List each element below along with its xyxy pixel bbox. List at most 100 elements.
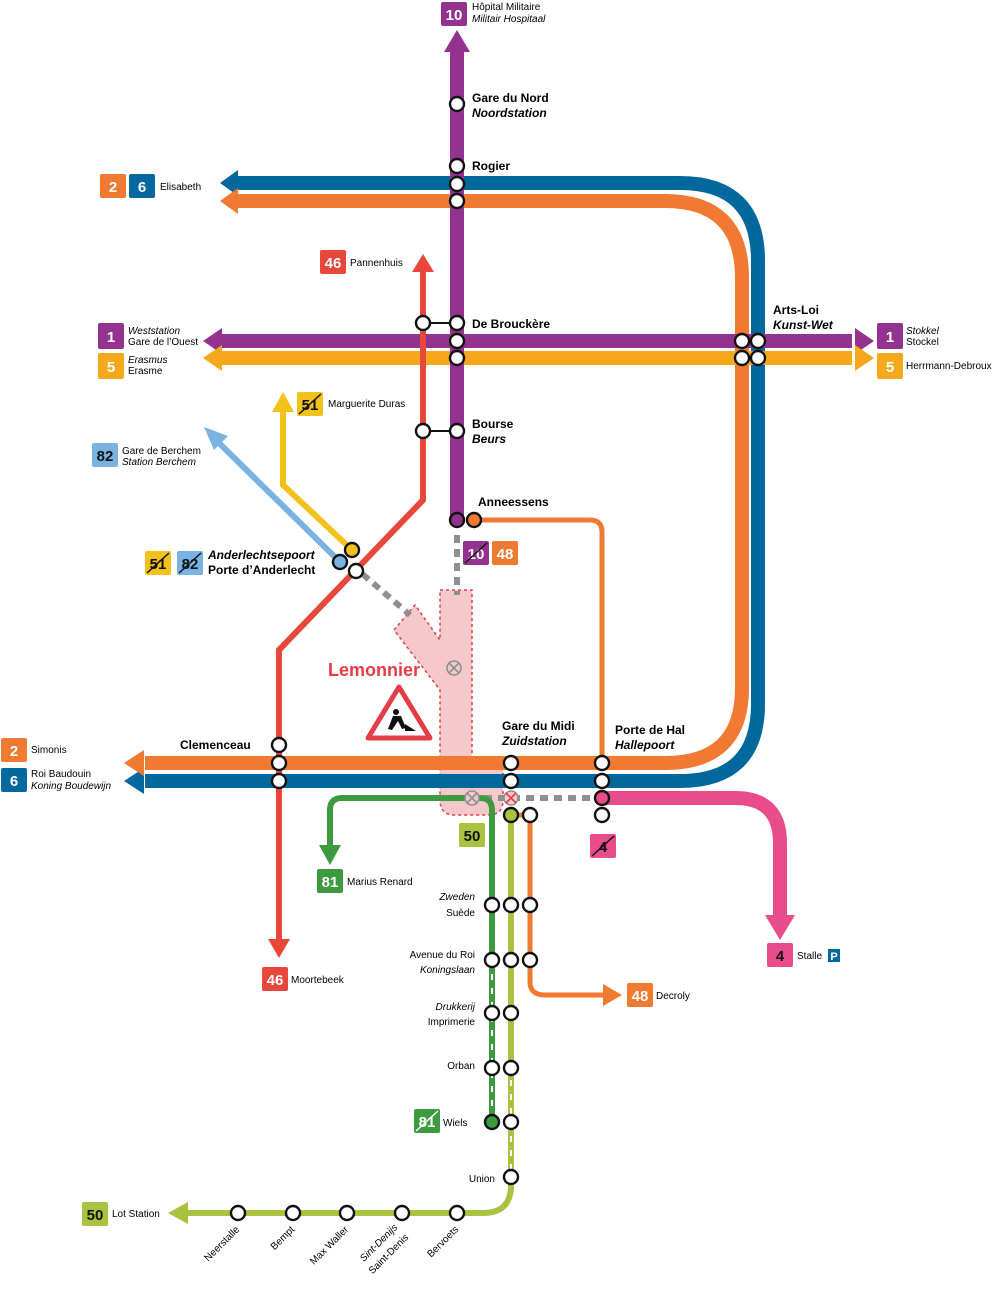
svg-text:2: 2 [10,743,18,760]
line-6-arrow-bottom [124,768,144,794]
svg-text:6: 6 [10,773,18,790]
badge-48-mid: 48 [492,541,518,565]
station-gare-du-midi: Gare du Midi [502,719,575,733]
terminus-decroly: Decroly [656,991,690,1002]
station-kunst-wet: Kunst-Wet [773,318,834,332]
svg-text:46: 46 [267,972,284,989]
badge-81-bottom: 81 [414,1109,440,1133]
line-4 [602,791,787,920]
line-51 [280,410,355,553]
badge-48-bottom: 48 [627,983,653,1007]
station-anderlechtsepoort: Anderlechtsepoort [207,548,316,562]
station-noordstation: Noordstation [472,106,547,120]
terminus-gare-de-berchem: Gare de Berchem [122,446,201,457]
station-suede: Suède [446,908,475,919]
terminus-hopital-militaire: Hôpital Militaire [472,2,541,13]
station-arts-loi: Arts-Loi [773,303,819,317]
terminus-pannenhuis: Pannenhuis [350,258,403,269]
badge-1-right: 1 [877,323,903,349]
terminus-stokkel: Stokkel [906,326,940,337]
line-46-arrow-top [412,254,434,272]
station-orban: Orban [447,1061,475,1072]
terminus-station-berchem: Station Berchem [122,457,196,468]
station-hallepoort: Hallepoort [615,738,675,752]
station-de-brouckere: De Brouckère [472,317,550,331]
svg-text:48: 48 [632,988,649,1005]
closed-tracks [350,562,602,801]
station-beurs: Beurs [472,432,506,446]
svg-text:46: 46 [325,255,342,272]
terminus-stalle: Stalle [797,951,822,962]
line-81 [327,795,495,1120]
svg-text:1: 1 [107,329,115,346]
terminus-weststation: Weststation [128,326,180,337]
svg-text:1: 1 [886,329,894,346]
station-neerstalle: Neerstalle [203,1224,243,1264]
badge-5-right: 5 [877,353,903,379]
badge-46-top: 46 [320,250,346,274]
line-10 [444,30,470,595]
line-48 [474,517,605,998]
badge-82-mid: 82 [177,551,203,575]
station-anneessens: Anneessens [478,495,549,509]
closed-station-markers [446,660,519,806]
badge-50-mid: 50 [459,823,485,847]
station-koningslaan: Koningslaan [420,965,475,976]
line-2 [145,194,749,770]
svg-text:P: P [830,951,837,963]
terminus-moortebeek: Moortebeek [291,975,345,986]
badge-6-bottom: 6 [1,768,27,792]
svg-text:4: 4 [776,948,785,965]
svg-text:10: 10 [446,7,463,24]
parking-icon: P [828,949,840,963]
terminus-gare-de-louest: Gare de l’Ouest [128,337,198,348]
badge-51-mid: 51 [145,551,171,575]
badge-51-top: 51 [297,392,323,416]
badge-10-mid: 10 [463,541,489,565]
line-50-arrow [168,1202,188,1224]
line-6-arrow-top [220,170,238,196]
station-clemenceau: Clemenceau [180,738,251,752]
line-51-arrow [272,392,294,412]
station-porte-danderlecht: Porte d’Anderlecht [208,563,315,577]
roadworks-sign-icon [365,684,433,741]
svg-text:82: 82 [97,448,114,465]
svg-text:4: 4 [599,839,608,856]
badge-4-bottom: 4 [767,943,793,967]
terminus-lot-station: Lot Station [112,1209,160,1220]
station-bempt: Bempt [269,1224,297,1252]
svg-text:5: 5 [886,359,894,376]
line-2-arrow-bottom [124,750,144,776]
station-imprimerie: Imprimerie [428,1017,476,1028]
station-porte-de-hal: Porte de Hal [615,723,685,737]
terminus-erasmus: Erasmus [128,355,167,366]
svg-text:51: 51 [302,397,319,414]
terminus-wiels: Wiels [443,1118,467,1129]
station-drukkerij: Drukkerij [436,1002,476,1013]
badge-2: 2 [100,174,126,198]
station-max-waller: Max Waller [308,1224,351,1267]
line-46-arrow-bottom [268,939,290,958]
line-6 [145,176,765,788]
terminus-simonis: Simonis [31,745,67,756]
station-lemonnier: Lemonnier [328,660,420,680]
station-bourse: Bourse [472,417,514,431]
svg-text:51: 51 [150,556,167,573]
line-48-arrow [603,984,622,1006]
line-5 [203,345,874,371]
badge-10-top: 10 [441,2,467,26]
line-2-arrow-top [220,188,238,214]
station-rogier: Rogier [472,159,510,173]
svg-text:50: 50 [464,828,481,845]
svg-text:81: 81 [419,1114,436,1131]
line-82 [215,439,343,565]
badge-82-left: 82 [92,443,118,467]
station-zweden: Zweden [438,892,475,903]
station-avenue-du-roi: Avenue du Roi [410,950,475,961]
terminus-stockel: Stockel [906,337,939,348]
svg-text:81: 81 [322,874,339,891]
station-zuidstation: Zuidstation [501,734,567,748]
terminus-elisabeth: Elisabeth [160,182,201,193]
